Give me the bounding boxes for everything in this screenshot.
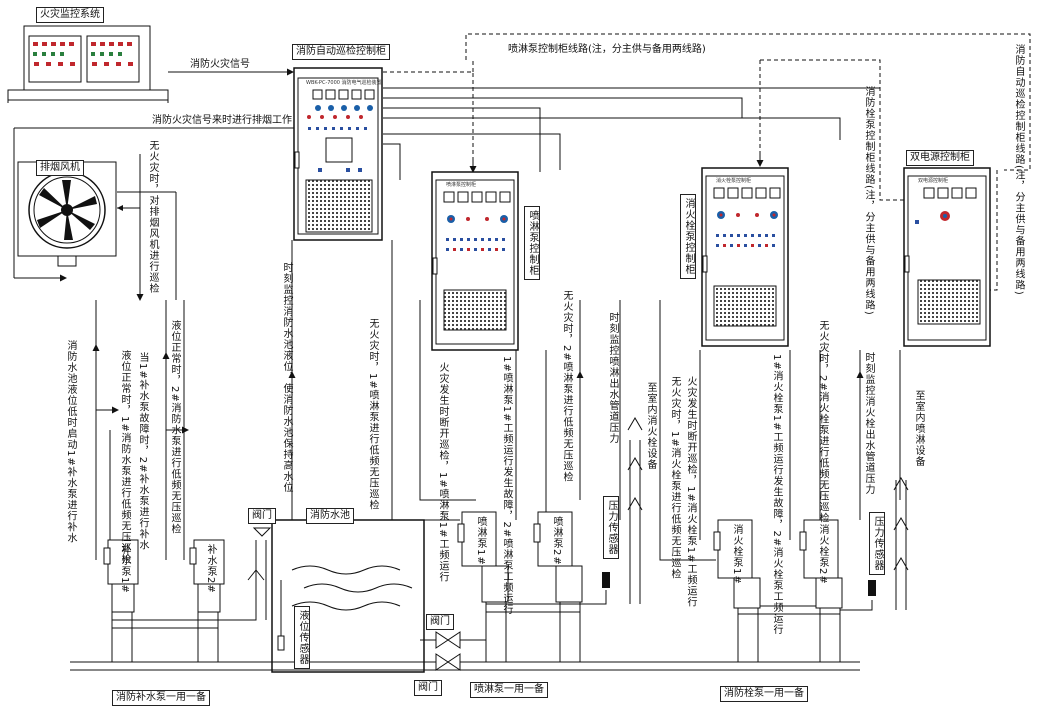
pump-hydrant-2-label: 消火栓泵2# — [817, 524, 828, 585]
annotation-spr-insp-2: 无火灾时，2#喷淋泵进行低频无压巡检 — [561, 290, 572, 483]
valve-2-label: 阀门 — [426, 614, 454, 630]
fire-signal-label: 消防火灾信号 — [190, 59, 250, 70]
annotation-to-hydrant: 至室内消火栓设备 — [645, 382, 656, 470]
annotation-pool-level: 时刻监控消防水池液位，使消防水池保持高水位 — [281, 262, 292, 493]
fire-pool-label: 消防水池 — [306, 508, 354, 524]
annotation-spr-fault: 1#喷淋泵1#工频运行发生故障，2#喷淋泵工频运行 — [501, 356, 512, 616]
pressure-sensor-2-label: 压力传感器 — [869, 512, 885, 575]
makeup-group-label: 消防补水泵一用一备 — [112, 690, 210, 706]
sprinkler-line-label: 喷淋泵控制柜线路(注，分主供与备用两线路) — [508, 44, 706, 55]
sprinkler-cabinet-body — [431, 171, 519, 351]
valve-3-label: 阀门 — [414, 680, 442, 696]
pump-sprinkler-2-label: 喷淋泵2# — [551, 516, 562, 566]
auto-inspection-cabinet-label: 消防自动巡检控制柜 — [292, 44, 390, 60]
annotation-level-normal-2: 液位正常时，2#消防水泵进行低频无压巡检 — [169, 320, 180, 535]
exhaust-fan-label: 排烟风机 — [36, 160, 84, 176]
pump-hydrant-1-label: 消火栓泵1# — [731, 524, 742, 585]
dual-power-cabinet-body — [903, 167, 991, 347]
hydrant-line-label: 消防栓泵控制柜线路(注，分主供与备用两线路) — [863, 86, 874, 316]
annotation-level-normal: 液位正常时，1#消防水泵进行低频无压巡检 — [119, 350, 130, 565]
annotation-hyd-insp-1: 无火灾时，1#消火栓泵进行低频无压巡检 — [669, 376, 680, 580]
pressure-sensor-1-label: 压力传感器 — [603, 496, 619, 559]
hydrant-cabinet-body — [701, 167, 789, 347]
hydrant-cabinet-small-title: 消火栓泵控制柜 — [716, 178, 752, 184]
fire-alarm-console — [7, 25, 169, 103]
auto-inspection-cabinet-body — [293, 67, 383, 241]
annotation-spr-fire: 火灾发生时断开巡检，1#喷淋泵1#工频运行 — [437, 362, 448, 583]
sprinkler-cabinet-label: 喷淋泵控制柜 — [524, 206, 540, 280]
annotation-spr-pressure: 时刻监控喷淋出水管道压力 — [607, 312, 618, 444]
pump-makeup-2-label: 补水泵2# — [205, 544, 216, 594]
sprinkler-group-label: 喷淋泵一用一备 — [470, 682, 548, 698]
valve-1-label: 阀门 — [248, 508, 276, 524]
annotation-fault-switch: 当1#补水泵故障时，2#补水泵进行补水 — [137, 352, 148, 551]
hydrant-group-label: 消防栓泵一用一备 — [720, 686, 808, 702]
hydrant-cabinet-label: 消火栓泵控制柜 — [680, 194, 696, 279]
annotation-hyd-pressure: 时刻监控消火栓出水管道压力 — [863, 352, 874, 495]
dual-cabinet-small-title: 双电源控制柜 — [918, 178, 949, 184]
annotation-hyd-fault: 1#消火栓泵1#工频运行发生故障，2#消火栓泵工频运行 — [771, 354, 782, 636]
fire-alarm-system-label: 火灾监控系统 — [36, 7, 104, 23]
pump-makeup-1-label: 补水泵1# — [119, 544, 130, 594]
exhaust-signal-label: 消防火灾信号来时进行排烟工作 — [152, 115, 292, 126]
auto-cabinet-small-title: WBK-PC-7000 消防电气巡检装置 — [306, 80, 382, 86]
sprinkler-cabinet-small-title: 喷淋泵控制柜 — [446, 182, 477, 188]
annotation-spr-insp-1: 无火灾时，1#喷淋泵进行低频无压巡检 — [367, 318, 378, 511]
annotation-to-sprinkler: 至室内喷淋设备 — [913, 390, 924, 467]
level-sensor-label: 液位传感器 — [294, 606, 310, 669]
exhaust-fan-unit — [17, 161, 117, 267]
annotation-fan-inspection: 无火灾时，对排烟风机进行巡检 — [147, 140, 158, 294]
dual-power-cabinet-label: 双电源控制柜 — [906, 150, 974, 166]
auto-cabinet-line-label: 消防自动巡检控制柜线路(注，分主供与备用两线路) — [1013, 44, 1024, 296]
annotation-hyd-insp-2: 无火灾时，2#消火栓泵进行低频无压巡检 — [817, 320, 828, 524]
pump-sprinkler-1-label: 喷淋泵1# — [475, 516, 486, 566]
annotation-low-level: 消防水池液位低时启动1#补水泵进行补水 — [65, 340, 76, 544]
annotation-hyd-fire: 火灾发生时断开巡检，1#消火栓泵1#工频运行 — [685, 376, 696, 608]
